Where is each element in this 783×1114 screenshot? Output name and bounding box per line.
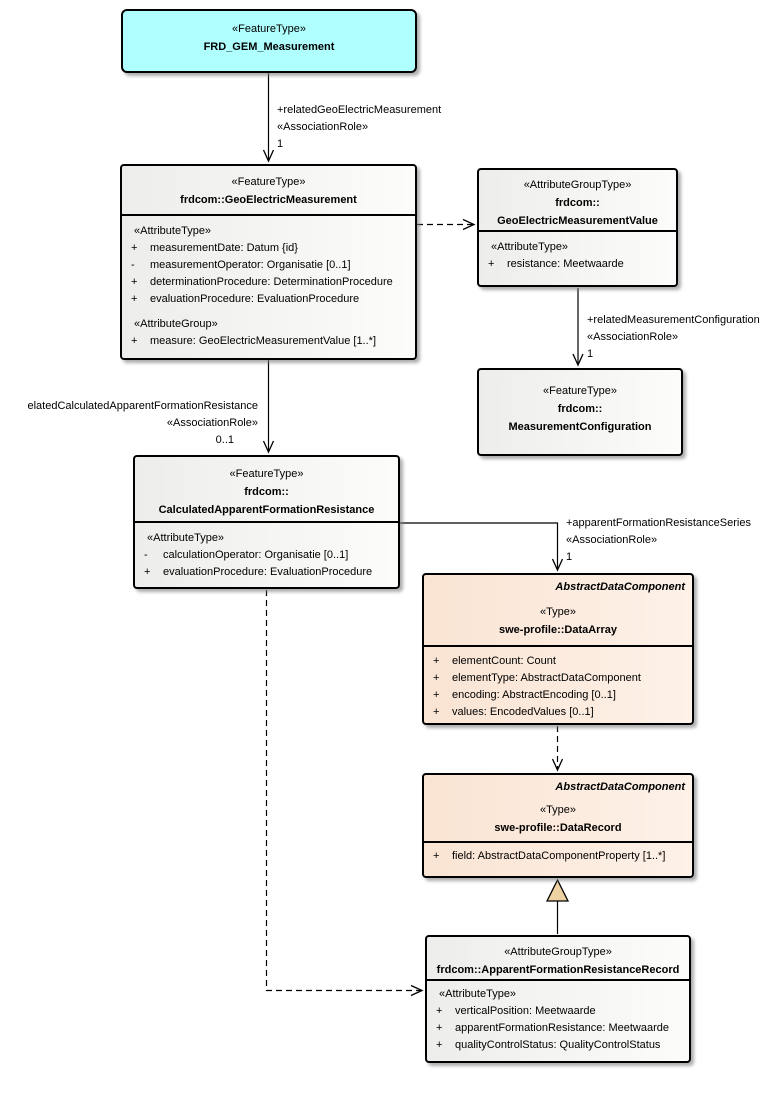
- stereotype-label: «FeatureType»: [543, 385, 617, 397]
- class-name: swe-profile::DataRecord: [494, 822, 622, 834]
- role-name: elatedCalculatedApparentFormationResista…: [27, 400, 258, 412]
- multiplicity: 0..1: [215, 434, 234, 446]
- attribute-row: + evaluationProcedure: EvaluationProcedu…: [144, 566, 373, 578]
- compartment-divider: [122, 214, 415, 216]
- compartment-divider: [479, 230, 676, 232]
- role-name: +relatedGeoElectricMeasurement: [277, 104, 442, 116]
- attribute-row: + apparentFormationResistance: Meetwaard…: [436, 1022, 670, 1034]
- assoc-label-related-calculated-apparent-formation-resistance: elatedCalculatedApparentFormationResista…: [0, 398, 258, 449]
- class-calculatedapparentformationresistance[interactable]: «FeatureType» frdcom:: CalculatedApparen…: [133, 455, 400, 589]
- multiplicity: 1: [566, 551, 573, 563]
- role-name: +apparentFormationResistanceSeries: [566, 517, 751, 529]
- attribute-group-heading: «AttributeGroup»: [134, 318, 218, 330]
- class-datarecord[interactable]: AbstractDataComponent «Type» swe-profile…: [422, 773, 694, 878]
- attribute-row: + elementCount: Count: [433, 655, 556, 667]
- class-apparentformationresistancerecord[interactable]: «AttributeGroupType» frdcom::ApparentFor…: [425, 935, 691, 1063]
- role-stereotype: «AssociationRole»: [166, 417, 258, 429]
- attribute-row: + qualityControlStatus: QualityControlSt…: [436, 1039, 661, 1051]
- compartment-divider: [424, 645, 692, 647]
- role-stereotype: «AssociationRole»: [566, 534, 658, 546]
- multiplicity: 1: [277, 138, 284, 150]
- class-name: frdcom::GeoElectricMeasurement: [180, 194, 357, 206]
- attribute-row: - calculationOperator: Organisatie [0..1…: [144, 549, 349, 561]
- attribute-row: + encoding: AbstractEncoding [0..1]: [433, 689, 616, 701]
- attribute-row: + determinationProcedure: DeterminationP…: [131, 276, 393, 288]
- attribute-type-heading: «AttributeType»: [147, 532, 225, 544]
- attribute-row: + verticalPosition: Meetwaarde: [436, 1005, 596, 1017]
- class-name-line1: frdcom::: [557, 403, 603, 415]
- compartment-divider: [135, 521, 398, 523]
- attribute-row: + measurementDate: Datum {id}: [131, 242, 298, 254]
- class-frd-gem-measurement[interactable]: «FeatureType» FRD_GEM_Measurement: [121, 9, 417, 73]
- assoc-label-apparent-formation-resistance-series: +apparentFormationResistanceSeries «Asso…: [566, 515, 751, 566]
- class-geoelectricmeasurementvalue[interactable]: «AttributeGroupType» frdcom:: GeoElectri…: [477, 168, 678, 287]
- compartment-divider: [427, 979, 689, 981]
- stereotype-label: «Type»: [539, 804, 577, 816]
- role-stereotype: «AssociationRole»: [277, 121, 369, 133]
- attribute-row: + evaluationProcedure: EvaluationProcedu…: [131, 293, 360, 305]
- stereotype-label: «Type»: [539, 606, 577, 618]
- stereotype-label: «FeatureType»: [231, 176, 306, 188]
- class-name: swe-profile::DataArray: [499, 624, 617, 636]
- class-name-line1: frdcom::: [244, 486, 289, 498]
- attribute-row: + measure: GeoElectricMeasurementValue […: [131, 335, 377, 347]
- class-geoelectricmeasurement[interactable]: «FeatureType» frdcom::GeoElectricMeasure…: [120, 164, 417, 360]
- class-name-line2: MeasurementConfiguration: [508, 421, 652, 433]
- class-name-line2: CalculatedApparentFormationResistance: [158, 504, 375, 516]
- class-name: FRD_GEM_Measurement: [203, 41, 335, 53]
- compartment-divider: [424, 841, 692, 843]
- stereotype-label: «FeatureType»: [232, 23, 306, 35]
- class-dataarray[interactable]: AbstractDataComponent «Type» swe-profile…: [422, 573, 694, 725]
- generalization-afrrecord-to-datarecord: [545, 878, 570, 934]
- stereotype-label: «AttributeGroupType»: [523, 179, 632, 191]
- attribute-row: + field: AbstractDataComponentProperty […: [433, 850, 666, 862]
- stereotype-label: «AttributeGroupType»: [504, 946, 612, 958]
- role-stereotype: «AssociationRole»: [587, 331, 679, 343]
- parent-class-label: AbstractDataComponent: [555, 581, 685, 593]
- attribute-type-heading: «AttributeType»: [134, 225, 212, 237]
- stereotype-label: «FeatureType»: [229, 468, 304, 480]
- class-name-line2: GeoElectricMeasurementValue: [497, 215, 658, 227]
- dependency-calculated-to-afrrecord: [265, 590, 424, 997]
- association-calculated-to-dataarray: [400, 522, 564, 572]
- class-measurementconfiguration[interactable]: «FeatureType» frdcom:: MeasurementConfig…: [477, 368, 683, 456]
- attribute-row: + values: EncodedValues [0..1]: [433, 706, 594, 718]
- parent-class-label: AbstractDataComponent: [555, 781, 685, 793]
- attribute-row: + resistance: Meetwaarde: [488, 258, 624, 270]
- class-name: frdcom::ApparentFormationResistanceRecor…: [436, 964, 680, 976]
- multiplicity: 1: [587, 348, 594, 360]
- class-name-line1: frdcom::: [555, 197, 600, 209]
- attribute-row: - measurementOperator: Organisatie [0..1…: [131, 259, 351, 271]
- assoc-label-related-geoelectric-measurement: +relatedGeoElectricMeasurement «Associat…: [277, 102, 441, 153]
- assoc-label-related-measurement-configuration: +relatedMeasurementConfiguration «Associ…: [587, 312, 760, 363]
- role-name: +relatedMeasurementConfiguration: [587, 314, 760, 326]
- attribute-type-heading: «AttributeType»: [439, 988, 517, 1000]
- attribute-row: + elementType: AbstractDataComponent: [433, 672, 641, 684]
- attribute-type-heading: «AttributeType»: [491, 241, 569, 253]
